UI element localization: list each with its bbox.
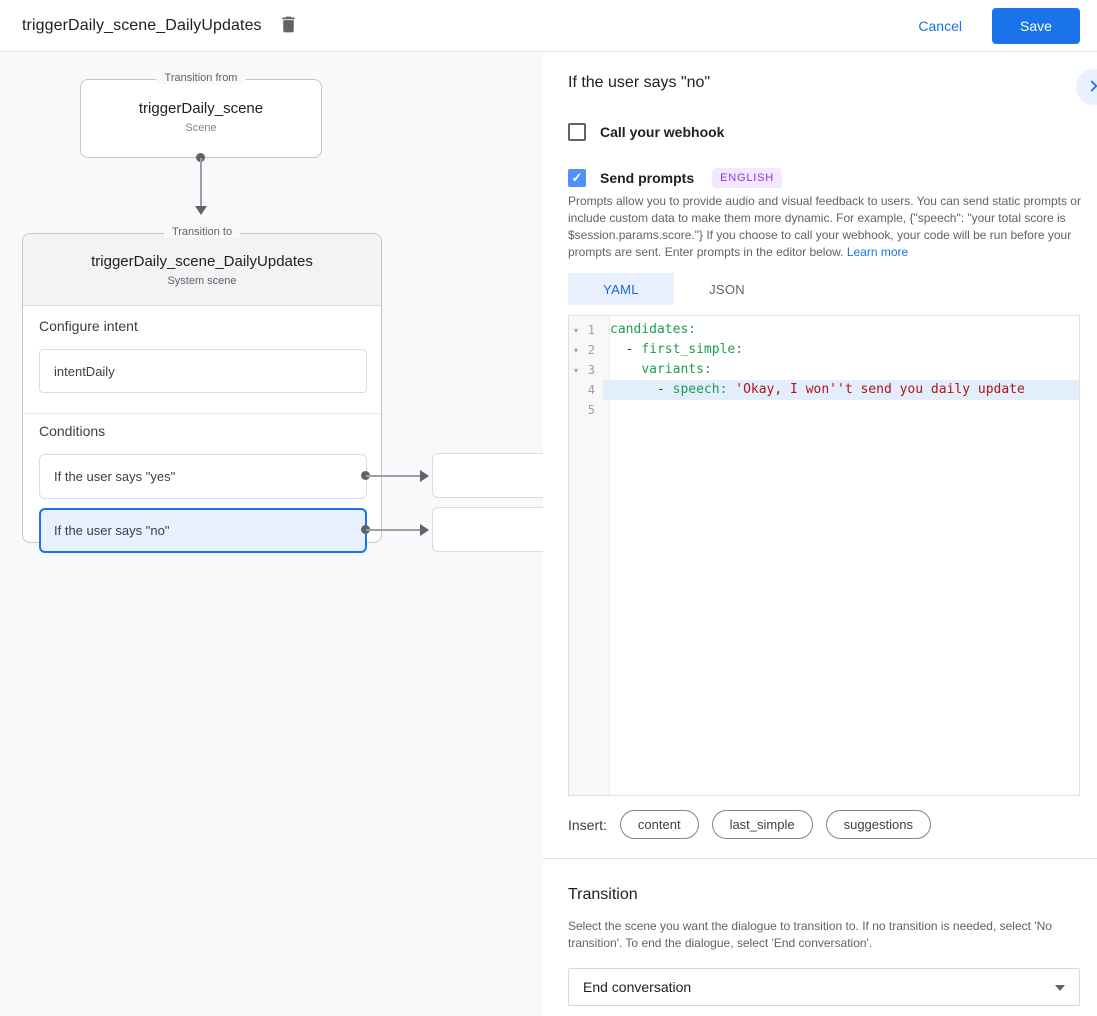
line-content: - first_simple: [610,342,744,357]
insert-label: Insert: [568,816,607,833]
line-number: 3 [587,363,595,377]
configure-intent-label: Configure intent [39,318,138,334]
delete-scene-button[interactable] [278,14,299,38]
prompts-description: Prompts allow you to provide audio and v… [568,193,1083,261]
fold-spacer [569,400,583,420]
insert-chip-content[interactable]: content [619,810,699,839]
transition-to-legend: Transition to [163,226,241,238]
card-divider [23,413,381,414]
condition-item-no[interactable]: If the user says "no" [39,508,367,553]
fold-toggle-icon[interactable]: ▾ [573,346,578,355]
line-number: 1 [587,323,595,337]
insert-chip-last-simple[interactable]: last_simple [711,810,813,839]
transition-section-title: Transition [568,886,638,903]
cancel-button[interactable]: Cancel [902,10,978,42]
editor-format-tabs: YAML JSON [568,273,780,305]
webhook-label: Call your webhook [600,124,725,140]
line-content: candidates: [610,322,697,337]
line-number: 4 [587,383,595,397]
tab-yaml[interactable]: YAML [568,273,674,305]
intent-value: intentDaily [54,363,115,379]
webhook-checkbox-row: Call your webhook [568,123,724,141]
webhook-checkbox[interactable] [568,123,586,141]
transition-select[interactable]: End conversation [568,968,1080,1006]
editor-line-5[interactable]: 5 [569,400,1079,420]
tab-json[interactable]: JSON [709,281,745,297]
dropdown-caret-icon [1055,985,1065,991]
condition-yes-target-node[interactable] [432,453,543,498]
to-node-header: triggerDaily_scene_DailyUpdates System s… [23,234,381,306]
editor-line-2[interactable]: ▾ 2 - first_simple: [569,340,1079,360]
code-editor-lines: ▾ 1 candidates: ▾ 2 - first_simple: ▾ 3 varian… [569,320,1079,420]
editor-line-3[interactable]: ▾ 3 variants: [569,360,1079,380]
arrow-down-icon [195,206,207,215]
collapse-panel-button[interactable] [1076,69,1097,105]
fold-toggle-icon[interactable]: ▾ [573,366,578,375]
line-number: 5 [587,403,595,417]
line-content [603,400,1079,420]
arrow-right-icon [420,469,429,482]
to-node-title: triggerDaily_scene_DailyUpdates [91,253,313,270]
fold-toggle-icon[interactable]: ▾ [573,326,578,335]
editor-line-1[interactable]: ▾ 1 candidates: [569,320,1079,340]
line-content: - speech: 'Okay, I won''t send you daily… [603,380,1079,400]
transition-description: Select the scene you want the dialogue t… [568,919,1052,950]
send-prompts-checkbox[interactable]: ✓ [568,169,586,187]
condition-no-port-dot [361,525,370,534]
connector-dot [196,153,205,162]
conditions-label: Conditions [39,423,106,439]
condition-no-label: If the user says "no" [54,523,170,538]
learn-more-link[interactable]: Learn more [846,245,909,259]
intent-field[interactable]: intentDaily [39,349,367,393]
panel-title: If the user says "no" [568,74,711,91]
page-title: triggerDaily_scene_DailyUpdates [22,16,262,34]
line-content: variants: [641,362,712,377]
line-number: 2 [587,343,595,357]
code-editor[interactable]: ▾ 1 candidates: ▾ 2 - first_simple: ▾ 3 varian… [568,315,1080,796]
condition-yes-port-dot [361,471,370,480]
header: triggerDaily_scene_DailyUpdates Cancel S… [0,0,1097,52]
condition-item-yes[interactable]: If the user says "yes" [39,454,367,499]
arrow-right-icon [420,523,429,536]
editor-line-4[interactable]: 4 - speech: 'Okay, I won''t send you dai… [569,380,1079,400]
language-badge: ENGLISH [712,168,783,188]
prompts-description-text: Prompts allow you to provide audio and v… [568,194,1081,259]
connector-line [200,158,202,206]
flow-canvas: Transition from triggerDaily_scene Scene… [0,52,543,1016]
section-divider [543,858,1097,859]
condition-no-target-node[interactable] [432,507,543,552]
condition-yes-label: If the user says "yes" [54,469,176,484]
transition-to-node[interactable]: Transition to triggerDaily_scene_DailyUp… [22,226,382,553]
transition-select-value: End conversation [583,979,692,995]
transition-from-node[interactable]: Transition from triggerDaily_scene Scene [80,72,322,158]
details-panel: If the user says "no" Call your webhook … [543,52,1097,1016]
to-node-subtitle: System scene [167,275,237,287]
send-prompts-label: Send prompts [600,170,695,186]
from-node-title: triggerDaily_scene [138,100,264,117]
send-prompts-checkbox-row: ✓ Send prompts ENGLISH [568,168,783,188]
fold-spacer [569,380,583,400]
trash-icon [278,14,299,38]
save-button[interactable]: Save [992,7,1080,44]
condition-yes-connector [366,474,420,477]
condition-no-connector [366,528,420,531]
insert-chip-suggestions[interactable]: suggestions [825,810,931,839]
insert-toolbar: Insert: content last_simple suggestions [568,810,931,839]
transition-from-legend: Transition from [156,72,246,84]
chevron-right-icon [1085,77,1097,98]
from-node-subtitle: Scene [185,122,217,134]
